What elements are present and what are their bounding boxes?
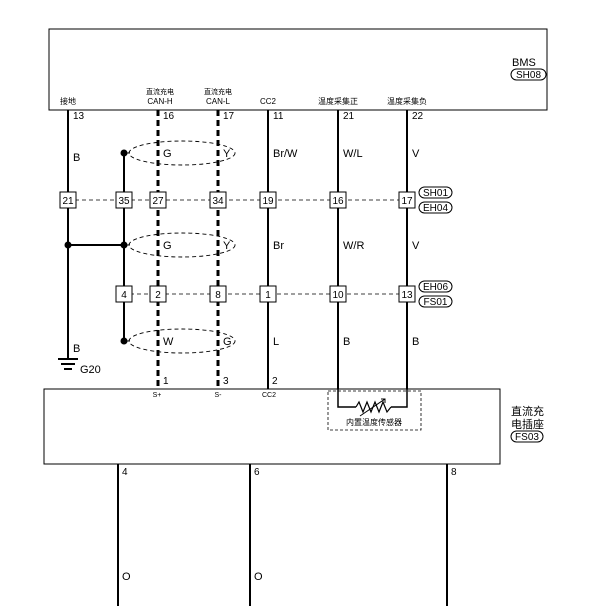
- row1-pinbox-6: [329, 191, 347, 209]
- color-lower-gnd: B: [73, 343, 80, 355]
- bms-code: SH08: [516, 70, 541, 81]
- bottom-pin-6: 6: [254, 467, 260, 478]
- row2-pinbox-5: [329, 285, 347, 303]
- row1-pinbox-4: [209, 191, 227, 209]
- color-upper-cc2: Br/W: [273, 148, 298, 160]
- row1-pin-5: 19: [262, 196, 274, 207]
- bottom-color-6: O: [254, 571, 263, 583]
- row2-pin-2: 2: [155, 290, 161, 301]
- bms-pin-gnd: 13: [73, 111, 85, 122]
- row2-pinbox-2: [149, 285, 167, 303]
- bms-name: BMS: [512, 57, 536, 69]
- bms-pin-cc2: 11: [273, 111, 284, 122]
- row2-connector-a: EH06: [423, 282, 448, 293]
- bms-term-can-l: CAN-L: [206, 97, 231, 106]
- bms-term-gnd: 接地: [60, 96, 76, 106]
- row1-pinbox-2: [115, 191, 133, 209]
- row2-pinbox-6: [398, 285, 416, 303]
- color-upper-temp-neg: V: [412, 148, 420, 160]
- color-mid-can-h: G: [163, 240, 172, 252]
- row2-pin-5: 10: [332, 290, 344, 301]
- bottom-pin-4: 4: [122, 467, 128, 478]
- row2-code-badge-b: [418, 295, 453, 308]
- bms-term-can-l-top: 直流充电: [204, 87, 232, 96]
- shield-ellipse-3: [128, 328, 236, 354]
- bms-term-temp-pos: 温度采集正: [318, 96, 358, 106]
- row1-pinbox-3: [149, 191, 167, 209]
- bms-term-temp-neg: 温度采集负: [387, 96, 427, 106]
- row1-code-badge-b: [418, 201, 453, 214]
- socket-pin-s3: 3: [223, 376, 229, 387]
- bms-pin-can-h: 16: [163, 111, 175, 122]
- row1-pinbox-7: [398, 191, 416, 209]
- row1-pinbox-1: [59, 191, 77, 209]
- row2-pinbox-1: [115, 285, 133, 303]
- color-upper-gnd: B: [73, 152, 80, 164]
- bottom-pin-8: 8: [451, 467, 457, 478]
- bms-module-box: [48, 28, 548, 111]
- color-lower-temp-pos: B: [343, 336, 350, 348]
- color-mid-cc2: Br: [273, 240, 284, 252]
- socket-name-line1: 直流充: [511, 404, 544, 418]
- row1-pin-4: 34: [212, 196, 224, 207]
- row1-pin-7: 17: [401, 196, 413, 207]
- bms-pin-can-l: 17: [223, 111, 235, 122]
- shield-ellipse-2: [128, 232, 236, 258]
- temp-sensor-lead-left: [337, 389, 356, 408]
- temp-sensor-box: [327, 390, 422, 431]
- row2-pin-6: 13: [401, 290, 413, 301]
- row1-pin-1: 21: [62, 196, 74, 207]
- color-lower-can-h: W: [163, 336, 174, 348]
- socket-term-s1: S+: [153, 392, 162, 399]
- socket-pin-cc2: 2: [272, 376, 278, 387]
- color-mid-temp-neg: V: [412, 240, 420, 252]
- color-upper-temp-pos: W/L: [343, 148, 363, 160]
- socket-name-line2: 电插座: [511, 417, 544, 431]
- row1-pin-6: 16: [332, 196, 344, 207]
- row1-pin-2: 35: [118, 196, 130, 207]
- bms-pin-temp-neg: 22: [412, 111, 424, 122]
- socket-term-cc2: CC2: [262, 392, 276, 399]
- bottom-color-4: O: [122, 571, 131, 583]
- color-mid-can-l: Y: [223, 240, 231, 252]
- dc-socket-box: [43, 388, 501, 465]
- color-mid-temp-pos: W/R: [343, 240, 364, 252]
- color-upper-can-h: G: [163, 148, 172, 160]
- color-lower-can-l: G: [223, 336, 232, 348]
- bms-pin-temp-pos: 21: [343, 111, 355, 122]
- socket-code-badge: [510, 430, 544, 443]
- row2-code-badge-a: [418, 280, 453, 293]
- bms-term-cc2: CC2: [260, 97, 277, 106]
- socket-code: FS03: [515, 432, 539, 443]
- temp-sensor-label: 内置温度传感器: [346, 417, 402, 427]
- row2-pinbox-4: [259, 285, 277, 303]
- row2-pin-4: 1: [265, 290, 271, 301]
- row2-pinbox-3: [209, 285, 227, 303]
- temp-sensor-lead-right: [391, 389, 408, 408]
- socket-pin-s1: 1: [163, 376, 169, 387]
- row2-pin-3: 8: [215, 290, 221, 301]
- row1-connector-a: SH01: [423, 188, 448, 199]
- color-upper-can-l: Y: [223, 148, 231, 160]
- shield-ellipse-1: [128, 140, 236, 166]
- row2-pin-1: 4: [121, 290, 127, 301]
- socket-term-s3: S-: [215, 392, 223, 399]
- row1-pin-3: 27: [152, 196, 164, 207]
- color-lower-cc2: L: [273, 336, 279, 348]
- splice-dot-gnd: [64, 241, 72, 249]
- ground-name: G20: [80, 364, 101, 376]
- bms-term-can-h-top: 直流充电: [146, 87, 174, 96]
- row1-pinbox-5: [259, 191, 277, 209]
- bms-term-can-h: CAN-H: [147, 97, 173, 106]
- row1-connector-b: EH04: [423, 203, 448, 214]
- color-lower-temp-neg: B: [412, 336, 419, 348]
- thermistor-arrow-icon: [359, 398, 386, 417]
- row2-connector-b: FS01: [424, 297, 448, 308]
- thermistor-arrowhead-icon: [381, 398, 386, 403]
- row1-code-badge-a: [418, 186, 453, 199]
- bms-code-badge: [510, 68, 547, 81]
